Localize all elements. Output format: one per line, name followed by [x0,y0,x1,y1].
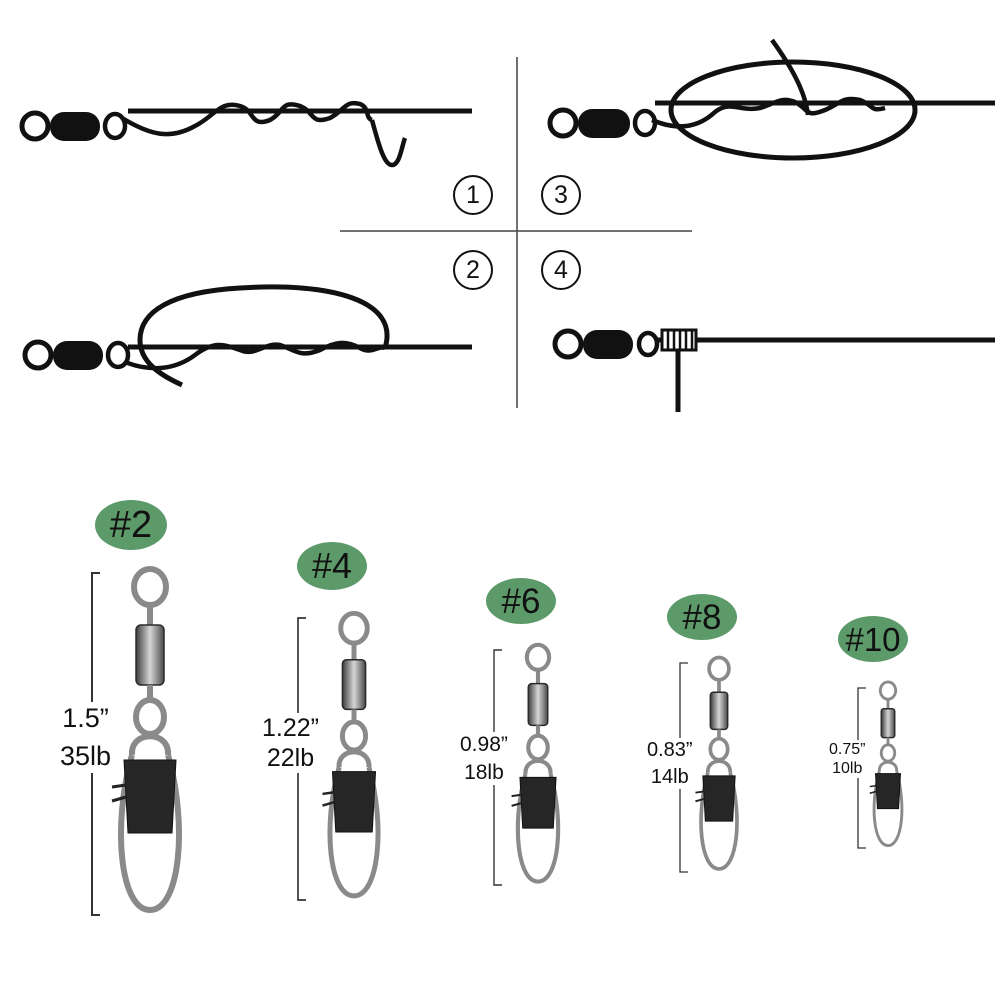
swivel-10-specs: 0.75” 10lb [829,740,866,779]
length-label: 1.5” [62,703,109,733]
length-label: 0.75” [829,741,866,758]
swivel-top-eye [878,680,898,701]
strength-label: 14lb [650,766,689,788]
swivel-barrel-icon [53,341,103,370]
swivel-bottom-eye [133,697,167,737]
size-badge-2: #2 [95,500,167,550]
snap-sleeve [331,771,377,833]
step-number-4: 4 [541,250,581,290]
tag-end-wraps [651,96,886,129]
swivel-barrel [341,658,367,711]
snap-loop [327,766,381,899]
tag-end-wraps [120,100,374,137]
snap-sleeve [123,759,177,834]
length-label: 0.98” [460,733,508,756]
swivel-barrel [709,691,729,731]
snap-sleeve [519,776,557,829]
snap-swivel-6 [493,642,561,886]
tag-end-wraps [124,340,386,371]
swivel-eye-icon [636,330,660,358]
snap-swivel-8 [679,655,739,873]
swivel-8-specs: 0.83” 14lb [647,738,693,789]
swivel-ring-icon [552,328,584,360]
swivel-top-eye [131,566,169,608]
swivel-6-specs: 0.98” 18lb [460,732,508,786]
swivel-ring-icon [547,107,579,139]
snap-swivel-photos [91,566,904,916]
swivel-barrel [135,624,165,686]
snap-loop [118,754,182,914]
tag-end [770,38,811,116]
step-number-3: 3 [541,175,581,215]
length-label: 0.83” [647,739,693,761]
tag-end-loop [668,59,918,161]
strength-label: 22lb [266,744,315,772]
swivel-barrel-icon [583,330,633,359]
step-number-2: 2 [453,250,493,290]
knot-step-3-drawing [547,38,995,161]
knot-step-1-drawing [19,100,472,168]
knot-step-4-drawing [552,328,995,412]
snap-loop [515,773,561,884]
size-badge-6: #6 [486,578,556,624]
size-badge-10: #10 [838,616,908,662]
swivel-ring-icon [19,110,51,142]
size-badge-4: #4 [297,542,367,590]
swivel-eye-icon [632,108,658,138]
swivel-barrel [527,682,549,727]
swivel-barrel-icon [578,109,630,138]
swivel-barrel-icon [50,112,100,141]
step-number-1: 1 [453,175,493,215]
snap-swivel-4 [297,610,381,901]
tag-end [369,119,408,168]
tag-end-loop [137,284,390,388]
snap-sleeve [874,773,902,810]
snap-loop [699,772,739,871]
length-label: 1.22” [262,714,319,742]
strength-label: 10lb [832,760,863,778]
swivel-top-eye [338,610,370,646]
knot-step-2-drawing [22,284,472,388]
strength-label: 35lb [60,741,112,772]
snap-swivel-2 [91,566,182,916]
swivel-top-eye [524,642,552,672]
swivel-bottom-eye [879,743,897,763]
swivel-barrel [880,708,896,739]
strength-label: 18lb [464,761,504,785]
swivel-eye-icon [105,340,131,370]
swivel-bottom-eye [526,733,550,762]
size-badge-8: #8 [667,594,737,640]
swivel-bottom-eye [339,719,369,753]
swivel-ring-icon [22,339,54,371]
snap-sleeve [702,775,736,822]
snap-loop [872,770,904,848]
swivel-2-specs: 1.5” 35lb [60,702,112,773]
swivel-4-specs: 1.22” 22lb [262,713,319,773]
swivel-bottom-eye [708,736,730,762]
snap-swivel-10 [857,680,904,849]
swivel-top-eye [707,655,731,682]
swivel-eye-icon [102,111,128,141]
